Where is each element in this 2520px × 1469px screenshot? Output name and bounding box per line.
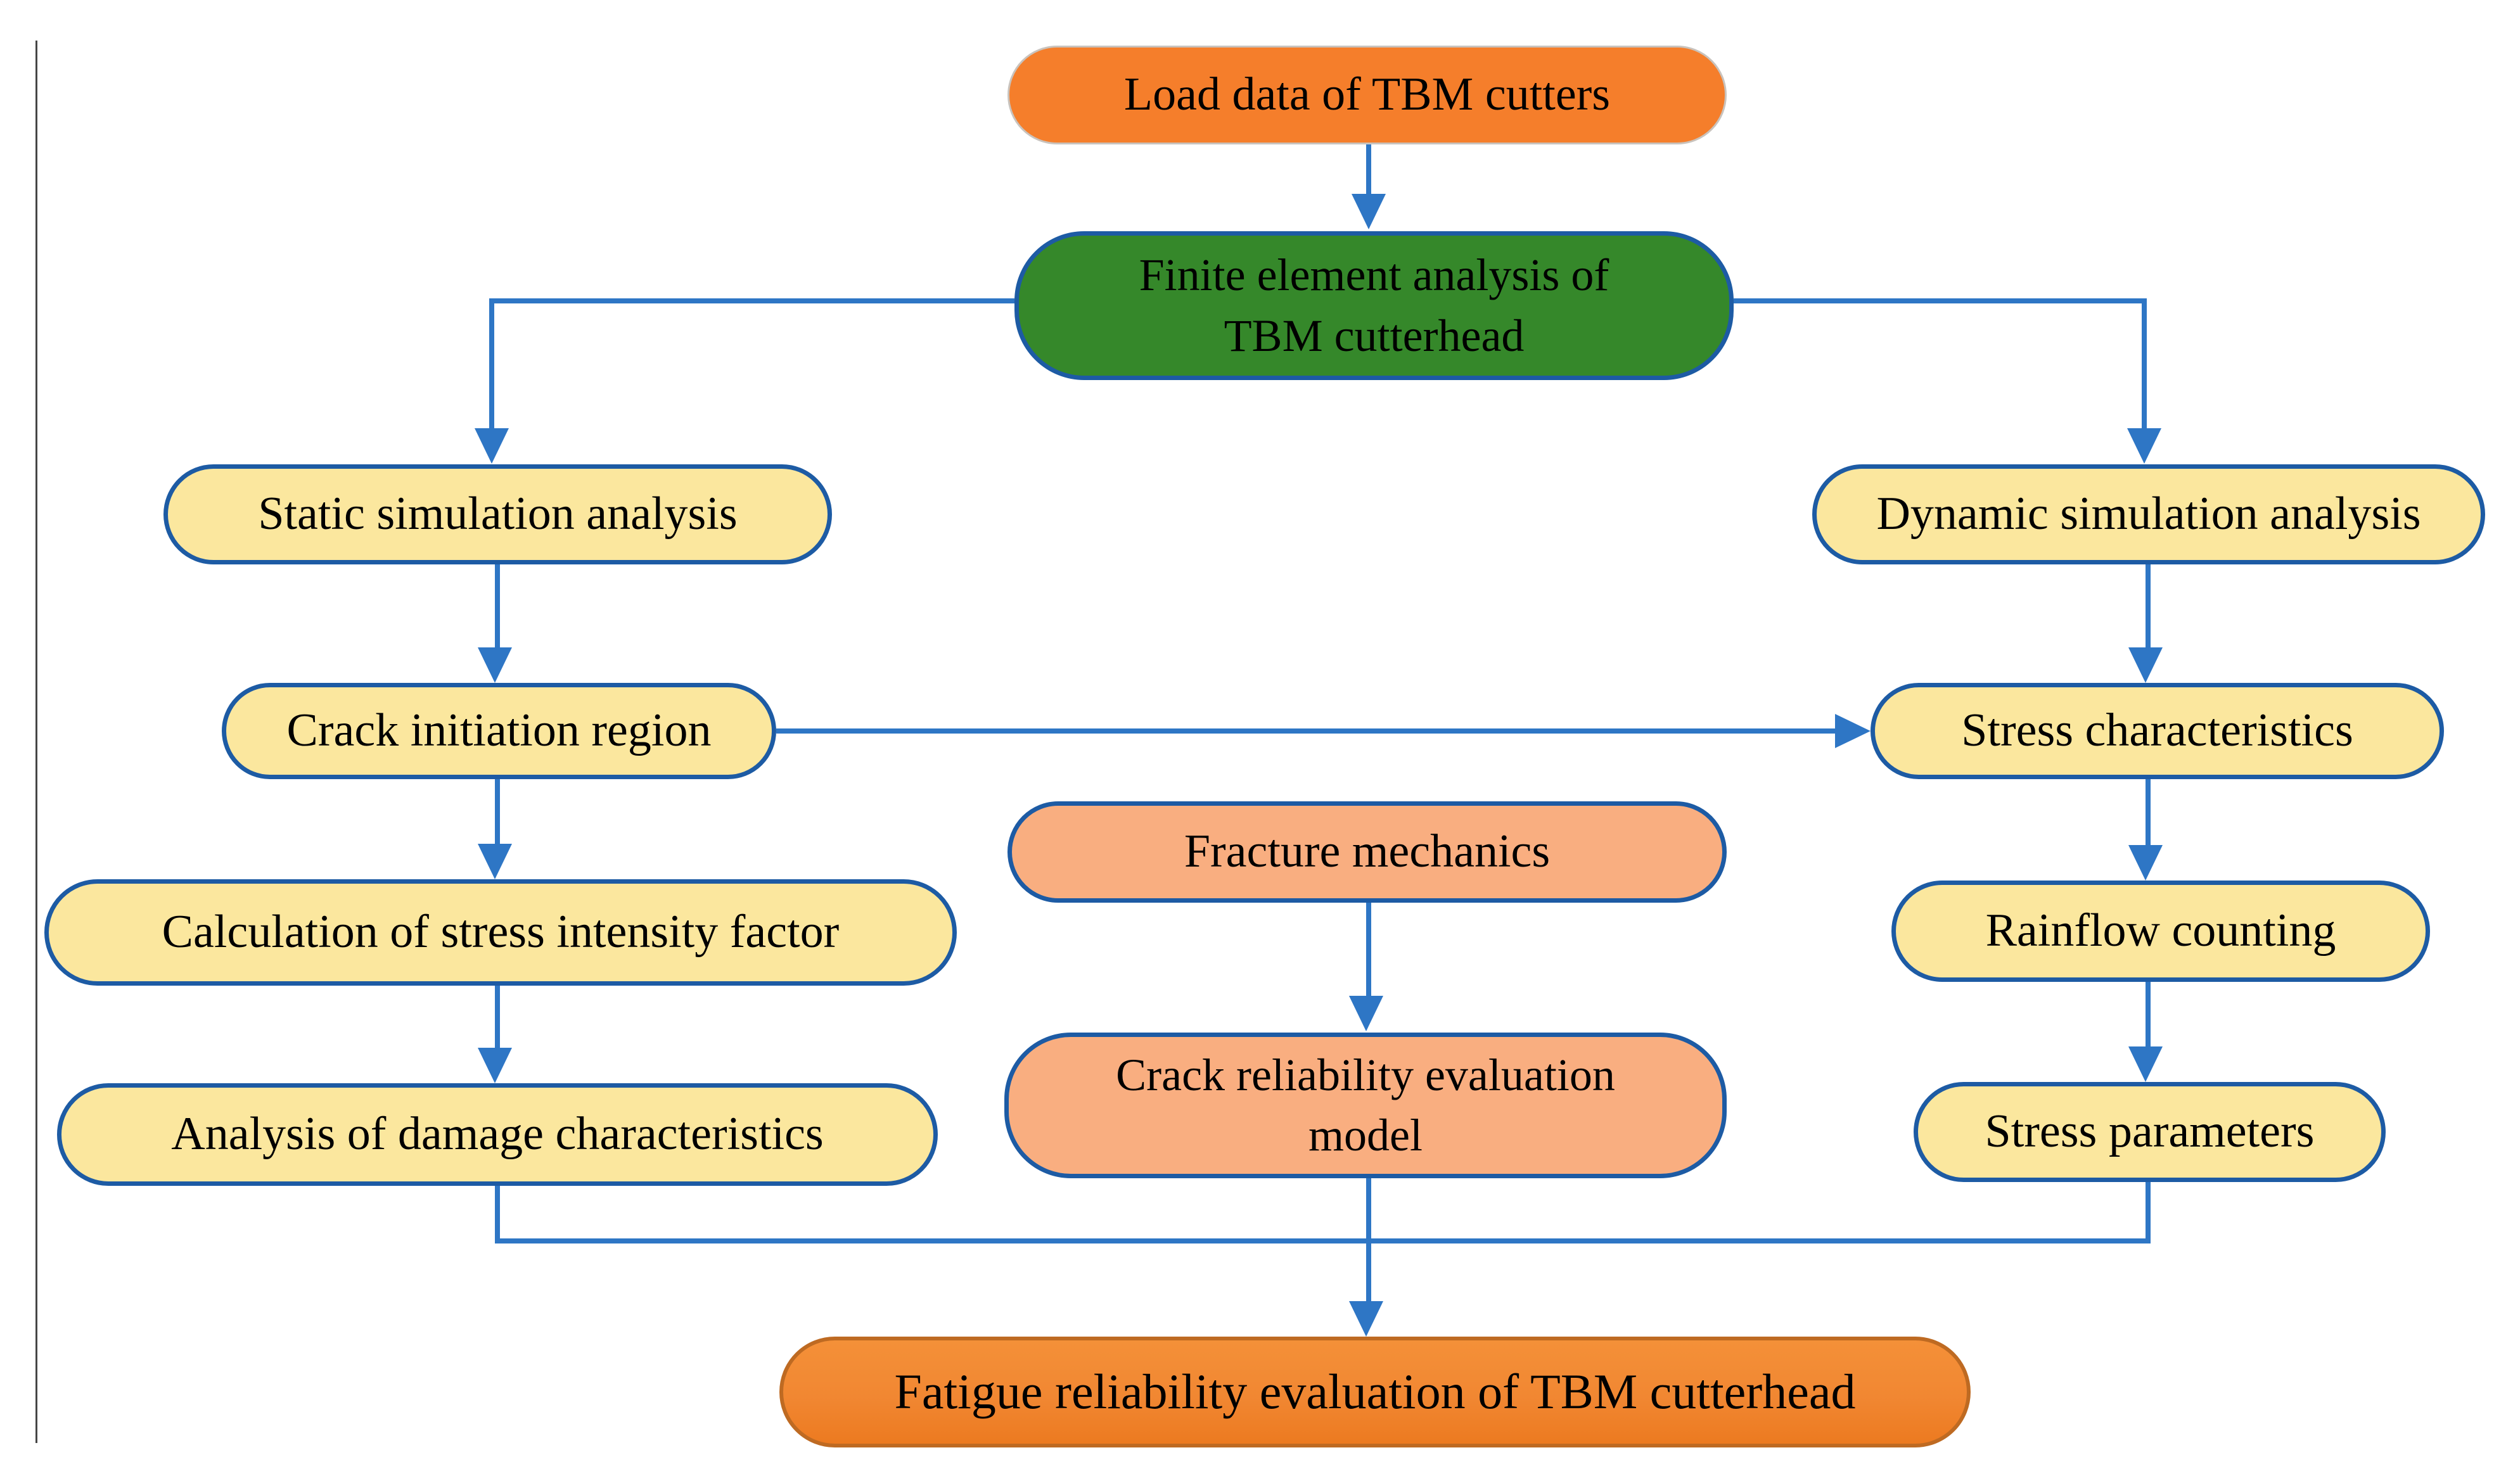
node-fatigue-evaluation: Fatigue reliability evaluation of TBM cu… bbox=[779, 1337, 1971, 1447]
arrow-fea-to-dynamic-head bbox=[2127, 428, 2161, 464]
arrow-fea-to-static-head bbox=[475, 428, 509, 464]
arrow-sif-to-damage-stem bbox=[495, 986, 500, 1048]
node-static-simulation: Static simulation analysis bbox=[163, 464, 832, 564]
arrow-load-to-fea-head bbox=[1352, 194, 1386, 229]
node-stress-characteristics: Stress characteristics bbox=[1871, 683, 2444, 779]
node-fracture-mechanics: Fracture mechanics bbox=[1007, 801, 1727, 903]
arrow-fea-to-static-vertical bbox=[489, 298, 494, 429]
arrow-model-to-fatigue-stem bbox=[1366, 1178, 1371, 1302]
arrow-static-to-crack-head bbox=[478, 647, 512, 683]
node-dynamic-simulation: Dynamic simulation analysis bbox=[1812, 464, 2485, 564]
page-edge-line bbox=[35, 41, 37, 1443]
node-crack-reliability-model: Crack reliability evaluation model bbox=[1004, 1033, 1727, 1178]
arrow-fea-to-dynamic-horizontal bbox=[1734, 298, 2147, 303]
arrow-crack-to-sif-stem bbox=[495, 779, 500, 844]
collector-right-vertical bbox=[2146, 1182, 2151, 1243]
node-crack-initiation-region: Crack initiation region bbox=[222, 683, 776, 779]
arrow-dynamic-to-stresschar-head bbox=[2128, 647, 2163, 683]
arrow-static-to-crack-stem bbox=[495, 564, 500, 648]
arrow-fracture-to-model-head bbox=[1349, 996, 1383, 1031]
arrow-fracture-to-model-stem bbox=[1366, 903, 1371, 997]
arrow-rainflow-to-params-stem bbox=[2146, 982, 2151, 1047]
arrow-crack-to-stresschar-stem bbox=[776, 728, 1836, 734]
arrow-load-to-fea-stem bbox=[1366, 144, 1371, 195]
arrow-stresschar-to-rainflow-head bbox=[2128, 845, 2163, 881]
arrow-fea-to-dynamic-vertical bbox=[2142, 298, 2147, 429]
node-load-data: Load data of TBM cutters bbox=[1007, 46, 1727, 144]
arrow-rainflow-to-params-head bbox=[2128, 1046, 2163, 1082]
collector-horizontal bbox=[495, 1238, 2151, 1243]
arrow-crack-to-stresschar-head bbox=[1835, 714, 1871, 748]
arrow-stresschar-to-rainflow-stem bbox=[2146, 779, 2151, 846]
arrow-fea-to-static-horizontal bbox=[489, 298, 1014, 303]
arrow-crack-to-sif-head bbox=[478, 844, 512, 879]
node-stress-parameters: Stress parameters bbox=[1914, 1082, 2386, 1182]
node-finite-element-analysis: Finite element analysis of TBM cutterhea… bbox=[1014, 231, 1734, 380]
node-stress-intensity-factor: Calculation of stress intensity factor bbox=[44, 879, 957, 986]
arrow-dynamic-to-stresschar-stem bbox=[2146, 564, 2151, 648]
node-damage-characteristics: Analysis of damage characteristics bbox=[57, 1083, 938, 1186]
arrow-model-to-fatigue-head bbox=[1349, 1301, 1383, 1337]
arrow-sif-to-damage-head bbox=[478, 1048, 512, 1083]
node-rainflow-counting: Rainflow counting bbox=[1891, 881, 2430, 982]
collector-left-vertical bbox=[495, 1186, 500, 1243]
